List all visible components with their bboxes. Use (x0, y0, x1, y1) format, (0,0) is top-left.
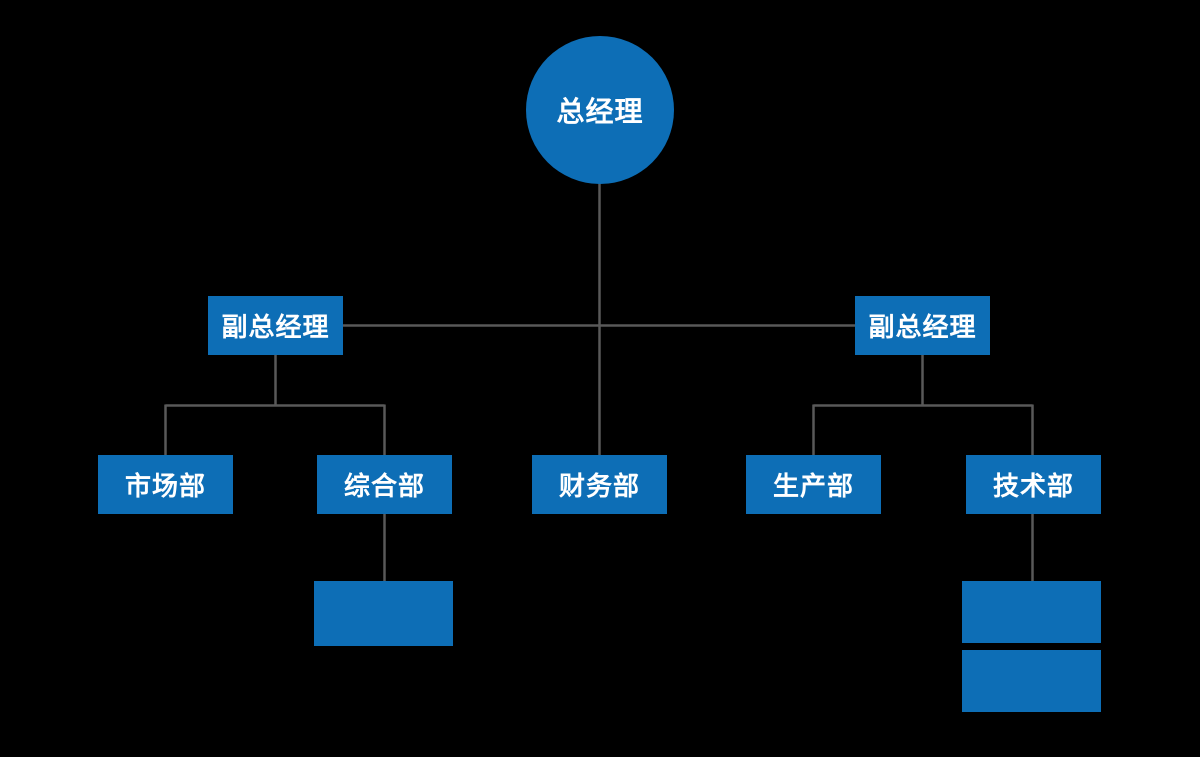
node-marketing-dept[interactable]: 市场部 (98, 455, 233, 514)
node-technology-dept-label: 技术部 (992, 472, 1074, 502)
node-general-dept[interactable]: 综合部 (317, 455, 452, 514)
node-production-dept-label: 生产部 (772, 472, 854, 502)
node-empty-under-technology-2[interactable] (962, 650, 1101, 712)
node-finance-dept[interactable]: 财务部 (532, 455, 667, 514)
node-deputy-manager-right-label: 副总经理 (868, 313, 977, 343)
node-deputy-manager-left[interactable]: 副总经理 (208, 296, 343, 355)
node-finance-dept-label: 财务部 (558, 472, 640, 502)
node-deputy-manager-left-label: 副总经理 (221, 313, 330, 343)
node-general-dept-label: 综合部 (343, 472, 425, 502)
node-deputy-manager-right[interactable]: 副总经理 (855, 296, 990, 355)
node-production-dept[interactable]: 生产部 (746, 455, 881, 514)
node-empty-under-technology-1[interactable] (962, 581, 1101, 643)
node-technology-dept[interactable]: 技术部 (966, 455, 1101, 514)
node-marketing-dept-label: 市场部 (124, 472, 206, 502)
node-general-manager[interactable]: 总经理 (526, 36, 674, 184)
node-empty-under-general[interactable] (314, 581, 453, 646)
node-general-manager-label: 总经理 (556, 95, 644, 128)
